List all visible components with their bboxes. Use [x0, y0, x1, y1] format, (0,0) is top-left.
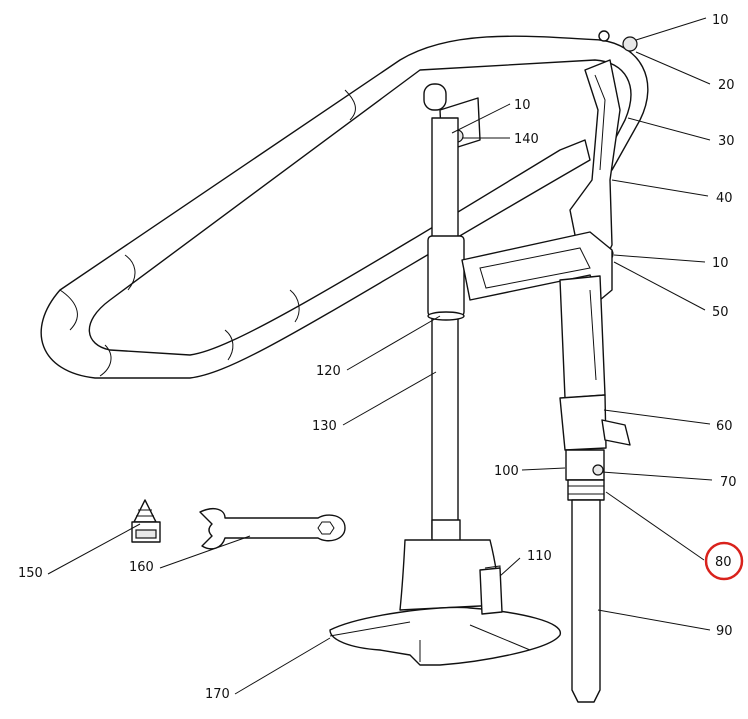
callout-170: 170: [205, 687, 230, 702]
callout-30: 30: [718, 134, 735, 149]
callout-10-column: 10: [514, 98, 531, 113]
callout-160: 160: [129, 560, 154, 575]
callout-20: 20: [718, 78, 735, 93]
callout-10-arm: 10: [712, 256, 729, 271]
base: [329, 539, 561, 666]
callout-150: 150: [18, 566, 43, 581]
handle-loop: [40, 35, 649, 379]
callout-50: 50: [712, 305, 729, 320]
callout-60: 60: [716, 419, 733, 434]
highlight-circle: [704, 541, 744, 581]
leader-lines: [47, 17, 713, 695]
callout-70: 70: [720, 475, 737, 490]
part-150: [131, 499, 161, 543]
callout-140: 140: [514, 132, 539, 147]
callout-130: 130: [312, 419, 337, 434]
wrench-160: [199, 508, 346, 550]
callout-120: 120: [316, 364, 341, 379]
callout-40: 40: [716, 191, 733, 206]
callout-90: 90: [716, 624, 733, 639]
callout-10-top: 10: [712, 13, 729, 28]
callout-110: 110: [527, 549, 552, 564]
tube: [571, 499, 601, 703]
callout-100: 100: [494, 464, 519, 479]
callout-80: 80: [715, 555, 732, 570]
arm: [461, 231, 613, 301]
cylinder: [559, 275, 631, 501]
column: [427, 117, 465, 543]
